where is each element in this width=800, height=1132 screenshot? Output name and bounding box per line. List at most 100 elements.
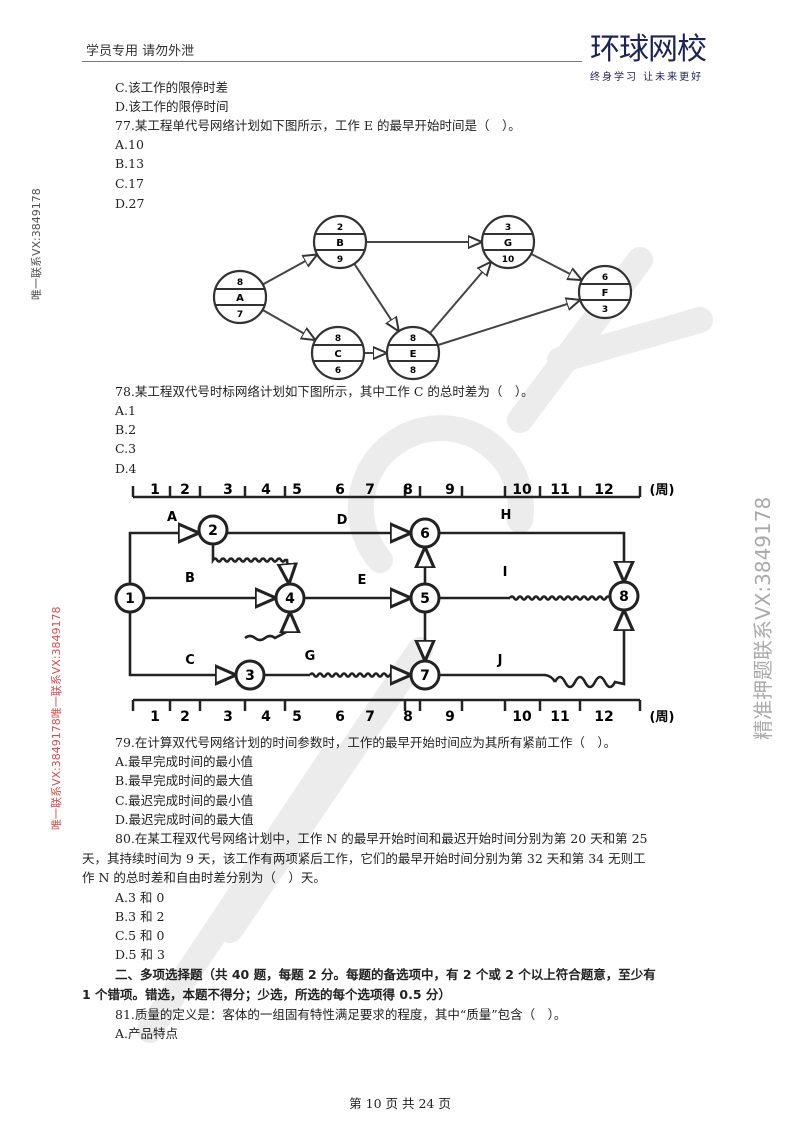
- option-text: A.1: [115, 403, 136, 418]
- scale-tick-label: 6: [335, 709, 345, 725]
- scale-tick-label: 12: [594, 709, 613, 725]
- option-text: D.该工作的限停时间: [115, 99, 229, 114]
- node-top-value: 8: [237, 278, 243, 288]
- scale-tick-label: 10: [512, 709, 532, 725]
- scale-tick-label: 3: [223, 709, 233, 725]
- option-text: C.最迟完成时间的最小值: [115, 793, 254, 808]
- scale-tick-label: 8: [403, 709, 413, 725]
- node-bottom-value: 10: [502, 255, 515, 265]
- question-stem: 79.在计算双代号网络计划的时间参数时，工作的最早开始时间应为其所有紧前工作（ …: [115, 735, 617, 750]
- dependency-arrow: [429, 262, 491, 334]
- activity-j: [439, 673, 557, 683]
- scale-tick-label: 9: [445, 709, 455, 725]
- scale-unit-label: (周): [650, 483, 675, 498]
- activity-label: D: [337, 513, 348, 528]
- node-label: B: [336, 238, 344, 249]
- scale-tick-label: 8: [403, 482, 413, 498]
- option-text: C.3: [115, 441, 137, 456]
- option-text: C.5 和 0: [115, 928, 165, 943]
- scale-tick-label: 10: [512, 482, 532, 498]
- option-text: A.产品特点: [115, 1026, 179, 1041]
- node-label: E: [410, 349, 417, 360]
- event-node: 2: [197, 514, 229, 546]
- activity-g-free-float: [308, 674, 411, 677]
- event-number: 1: [125, 591, 135, 607]
- header-notice: 学员专用 请勿外泄: [86, 44, 195, 59]
- activity-i-free-float: [508, 595, 616, 601]
- dependency-arrow: [530, 253, 582, 280]
- node-bottom-value: 3: [602, 305, 608, 315]
- node-label: F: [602, 288, 609, 299]
- dependency-arrow: [262, 309, 316, 340]
- scale-tick-label: 9: [445, 482, 455, 498]
- activity-node: 8C6: [310, 325, 366, 381]
- scale-unit-label: (周): [650, 710, 675, 725]
- activity-a: [128, 533, 199, 585]
- activity-label: E: [358, 573, 367, 588]
- dummy-2-4: [211, 544, 289, 584]
- activity-h: [439, 531, 624, 582]
- question-stem: 78.某工程双代号时标网络计划如下图所示，其中工作 C 的总时差为（ ）。: [115, 384, 534, 399]
- option-text: C.17: [115, 176, 144, 191]
- node-label: A: [236, 293, 244, 304]
- scale-tick-label: 4: [261, 709, 271, 725]
- dependency-arrow: [437, 300, 580, 347]
- option-text: B.3 和 2: [115, 909, 165, 924]
- dependency-arrow: [353, 263, 398, 332]
- node-bottom-value: 8: [410, 366, 416, 376]
- activity-label: I: [503, 565, 508, 580]
- option-text: B.2: [115, 422, 137, 437]
- activity-c: [128, 611, 236, 675]
- option-text: A.3 和 0: [115, 890, 165, 905]
- node-label: C: [334, 349, 341, 360]
- activity-node: 8E8: [385, 325, 441, 381]
- question-stem: 天，其持续时间为 9 天，该工作有两项紧后工作，它们的最早开始时间分别为第 32…: [82, 851, 646, 866]
- page-number: 第 10 页 共 24 页: [349, 1096, 451, 1111]
- question-stem: 作 N 的总时差和自由时差分别为（ ）天。: [82, 870, 326, 885]
- node-bottom-value: 7: [237, 310, 243, 320]
- node-top-value: 6: [602, 273, 608, 283]
- scale-tick-label: 6: [335, 482, 345, 498]
- event-number: 8: [619, 589, 629, 605]
- event-node: 3: [234, 659, 266, 691]
- option-text: A.最早完成时间的最小值: [115, 754, 254, 769]
- question-stem: 81.质量的定义是：客体的一组固有特性满足要求的程度，其中“质量”包含（ ）。: [115, 1007, 567, 1022]
- scale-tick-label: 7: [365, 709, 375, 725]
- event-node: 7: [409, 659, 441, 691]
- activity-label: G: [305, 649, 316, 664]
- scale-tick-label: 11: [550, 709, 569, 725]
- scale-tick-label: 11: [550, 482, 569, 498]
- event-node: 4: [274, 582, 306, 614]
- node-top-value: 2: [337, 223, 343, 233]
- header-divider: [82, 61, 582, 62]
- option-text: A.10: [115, 137, 144, 152]
- scale-tick-label: 5: [292, 709, 302, 725]
- node-top-value: 8: [335, 334, 341, 344]
- event-node: 5: [409, 582, 441, 614]
- watermark-contact: 精准押题联系VX:3849178: [751, 496, 775, 740]
- scale-tick-label: 12: [594, 482, 613, 498]
- scale-tick-label: 1: [150, 482, 160, 498]
- scale-tick-label: 7: [365, 482, 375, 498]
- activity-node: 6F 3: [577, 264, 633, 320]
- dependency-arrow: [262, 255, 317, 286]
- event-number: 7: [420, 668, 430, 684]
- question-stem: 80.在某工程双代号网络计划中，工作 N 的最早开始时间和最迟开始时间分别为第 …: [115, 831, 648, 846]
- activity-label: A: [167, 510, 177, 525]
- logo-name: 环球网校: [590, 32, 707, 67]
- event-node: 6: [409, 517, 441, 549]
- activity-label: B: [185, 571, 195, 586]
- logo-slogan: 终身学习 让未来更好: [590, 72, 704, 83]
- section-heading: 二、多项选择题（共 40 题，每题 2 分。每题的备选项中，有 2 个或 2 个…: [115, 967, 656, 982]
- option-text: D.4: [115, 461, 137, 476]
- brand-logo: 环球网校 终身学习 让未来更好: [590, 32, 707, 84]
- event-number: 4: [285, 591, 295, 607]
- option-text: B.13: [115, 156, 145, 171]
- activity-label: J: [497, 653, 503, 668]
- option-text: D.5 和 3: [115, 947, 165, 962]
